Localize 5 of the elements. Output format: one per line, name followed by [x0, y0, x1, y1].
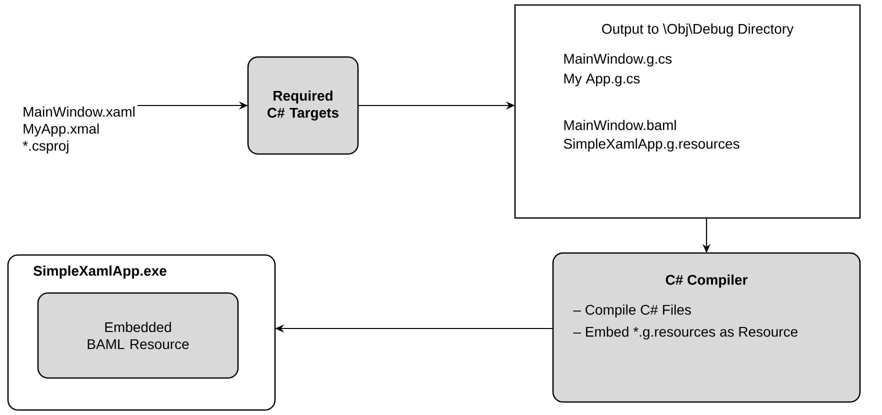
output-box: Output to \Obj\Debug Directory MainWindow.g.cs My App.g.cs MainWindow.baml SimpleXamlApp.g.resources	[514, 4, 861, 219]
compiler-box: C# Compiler – Compile C# Files – Embed *.g.resources as Resource	[552, 252, 861, 403]
file-list: MainWindow.xaml MyApp.xmal *.csproj	[22, 106, 134, 154]
resource-box: Embedded BAML Resource	[37, 292, 239, 379]
process-box: Required C# Targets	[247, 56, 359, 155]
